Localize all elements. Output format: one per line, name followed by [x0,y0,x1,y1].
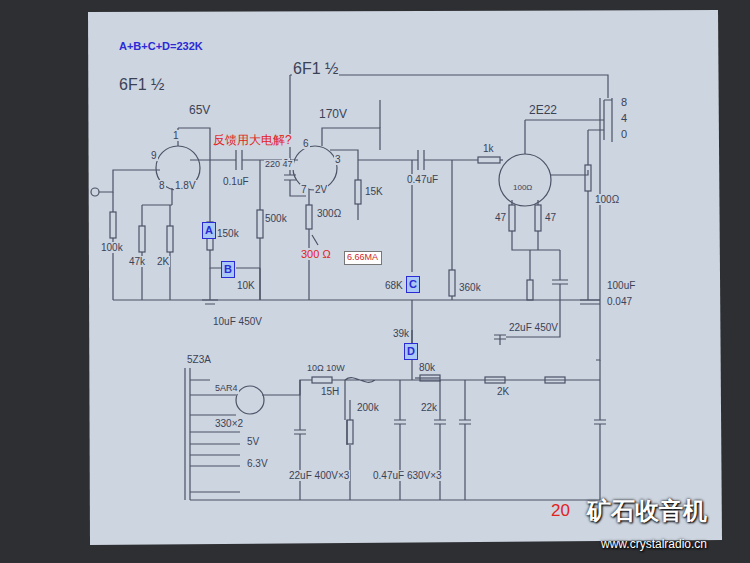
part-label: 500k [264,213,288,224]
part-label: 47 [544,212,557,223]
part-label: 5Z3A [186,354,212,365]
part-label: 2E22 [528,104,558,117]
part-label: 2K [156,256,170,267]
part-label: 47 [494,212,507,223]
note-text: A+B+C+D=232K [118,40,204,52]
part-label: 300Ω [316,208,342,219]
part-label: 8 [158,180,166,191]
part-label: 100Ω [512,184,533,193]
part-label: 100Ω [594,194,620,205]
part-label: 8 [620,96,628,108]
part-label: 6F1 ½ [292,60,339,78]
part-label: 39k [392,328,410,339]
part-label: 15H [320,386,340,397]
resistor-marker-box: D [404,343,418,360]
part-label: 22uF 400V×3 [288,470,350,481]
part-label: 170V [318,108,348,121]
part-label: 7 [300,184,308,195]
part-label: 200k [356,402,380,413]
watermark: 20 [550,502,571,521]
node-text: D [407,345,415,357]
part-label: 100uF [606,280,636,291]
watermark: 矿石收音机 [586,498,708,524]
part-label: 68K [384,280,404,291]
note-text: 反馈用大电解? [212,134,293,147]
part-label: 47k [128,256,146,267]
part-label: 100k [100,242,124,253]
part-label: 1.8V [174,180,197,191]
part-label: 0.47uF 630V×3 [372,470,443,481]
part-label: 1k [482,143,495,154]
part-label: 22k [420,402,438,413]
part-label: 80k [418,362,436,373]
current-note-box: 6.66MA [344,251,382,265]
part-label: 2V [314,184,328,195]
part-label: 0.1uF [222,176,250,187]
part-label: 10K [236,280,256,291]
watermark: www.crystalradio.cn [600,538,708,551]
node-text: C [409,278,417,290]
part-label: 300 Ω [300,248,332,260]
part-label: 4 [620,112,628,124]
resistor-marker-box: B [221,261,235,278]
part-label: 0.047 [606,296,633,307]
resistor-marker-box: A [202,222,216,239]
node-text: A [205,224,213,236]
part-label: 150k [216,228,240,239]
paper-sheet [88,10,722,545]
part-label: 0 [620,128,628,140]
part-label: 3 [334,154,342,165]
resistor-marker-box: C [406,276,420,293]
part-label: 5V [246,436,260,447]
part-label: 15K [364,186,384,197]
node-text: 6.66MA [347,253,379,263]
part-label: 2K [496,386,510,397]
part-label: 10Ω 10W [306,364,346,374]
part-label: 0.47uF [406,174,439,185]
part-label: 360k [458,282,482,293]
part-label: 220 47 [264,160,294,170]
part-label: 330×2 [214,418,244,429]
wires [91,75,612,500]
part-label: 6.3V [246,458,269,469]
part-label: 22uF 450V [508,322,559,333]
node-text: B [224,263,232,275]
part-label: 1 [172,130,180,141]
part-label: 65V [188,104,211,117]
part-label: 5AR4 [214,384,239,394]
part-label: 9 [150,150,158,161]
part-label: 6 [302,138,310,149]
part-label: 10uF 450V [212,316,263,327]
part-label: 6F1 ½ [118,76,165,94]
